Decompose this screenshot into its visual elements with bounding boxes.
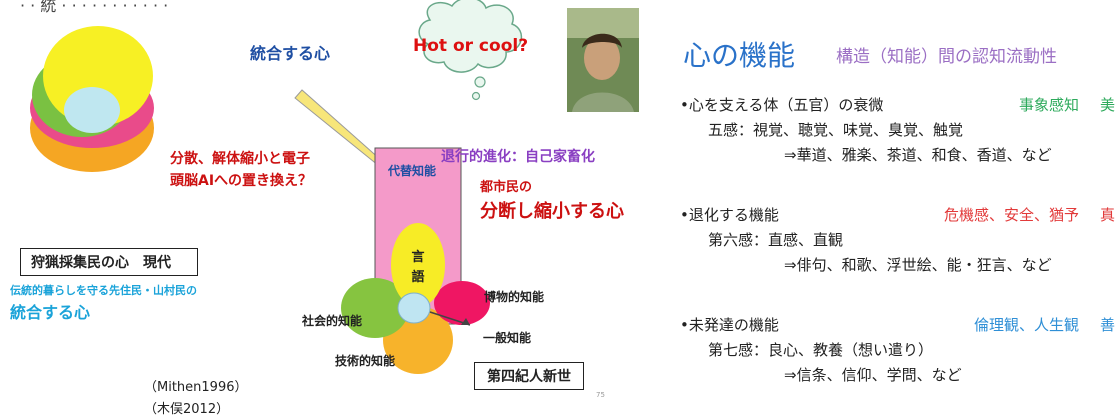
general-intelligence-label: 一般知能 (483, 331, 532, 345)
citation-kimata: （木俣2012） (144, 402, 230, 417)
natural-intelligence-label: 博物的知能 (484, 290, 545, 304)
hunter-gatherer-box: 狩猟採集民の心 現代 (20, 248, 198, 276)
section-tag: 倫理観、人生観 (973, 316, 1079, 334)
section-tag-value: 美 (1100, 96, 1116, 114)
section-tag-value: 善 (1100, 316, 1116, 334)
section-tag-value: 真 (1100, 206, 1116, 224)
social-intelligence-label: 社会的知能 (302, 314, 363, 328)
language-label: 言語 (411, 250, 425, 285)
traditional-text-1: 伝統的暮らしを守る先住民・山村民の (10, 284, 197, 297)
citizen-text-1: 都市民の (480, 180, 533, 195)
magenta-ellipse-natural (434, 281, 490, 325)
citizen-text-2: 分断し縮小する心 (480, 201, 624, 222)
section-line-1: 第七感：良心、教養（想い遣り） (708, 341, 934, 359)
section-line-2: ⇒華道、雅楽、茶道、和食、香道、など (784, 146, 1052, 164)
yellow-language-ellipse (391, 223, 445, 307)
section-bullet: •未発達の機能 (680, 316, 779, 334)
cut-header: · · 統 · · · · · · · · · · · (20, 0, 169, 15)
right-subtitle: 構造（知能）間の認知流動性 (836, 47, 1057, 67)
regressive-evolution: 退行的進化：自己家畜化 (441, 149, 595, 165)
quaternary-box: 第四紀人新世 (474, 362, 584, 390)
arrow-to-general-head (461, 318, 470, 325)
section-tag: 危機感、安全、猶予 (943, 206, 1079, 224)
section-line-2: ⇒俳句、和歌、浮世絵、能・狂言、など (784, 256, 1052, 274)
citation-mithen: （Mithen1996） (144, 380, 248, 395)
section-bullet: •退化する機能 (680, 206, 779, 224)
green-ellipse-social (341, 278, 409, 338)
hot-or-cool: Hot or cool? (413, 36, 529, 56)
page-number: 75 (596, 391, 605, 399)
section-line-1: 五感：視覚、聴覚、味覚、臭覚、触覚 (708, 121, 964, 139)
traditional-text-2: 統合する心 (10, 303, 91, 322)
section-bullet: •心を支える体（五官）の衰微 (680, 96, 884, 114)
replace-text-1: 分散、解体縮小と電子 (170, 151, 310, 167)
diagram-canvas: 75 (30, 0, 639, 399)
section-line-1: 第六感：直感、直観 (708, 231, 844, 249)
integrate-title: 統合する心 (250, 44, 331, 63)
replace-text-2: 頭脳AIへの置き換え？ (170, 173, 313, 189)
right-title: 心の機能 (683, 39, 796, 72)
portrait-photo (567, 8, 639, 112)
technical-intelligence-label: 技術的知能 (335, 354, 396, 368)
proxy-intelligence-label: 代替知能 (388, 164, 437, 178)
section-tag: 事象感知 (1018, 96, 1079, 114)
section-line-2: ⇒信条、信仰、学問、など (784, 366, 962, 384)
light-blue-center (64, 87, 120, 133)
light-blue-general (397, 292, 431, 324)
thought-cloud (418, 0, 523, 101)
